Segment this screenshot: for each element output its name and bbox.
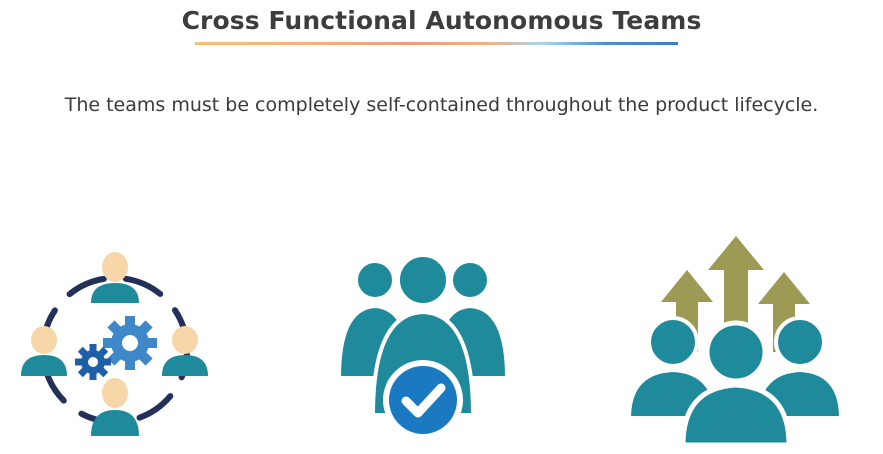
page-title: Cross Functional Autonomous Teams: [181, 6, 702, 35]
team-collaboration-gears-icon: [18, 243, 213, 443]
page-subtitle: The teams must be completely self-contai…: [64, 94, 819, 116]
team-growth-arrows-icon: [625, 232, 845, 447]
title-underline: [195, 42, 678, 45]
team-approved-check-icon: [337, 250, 512, 445]
